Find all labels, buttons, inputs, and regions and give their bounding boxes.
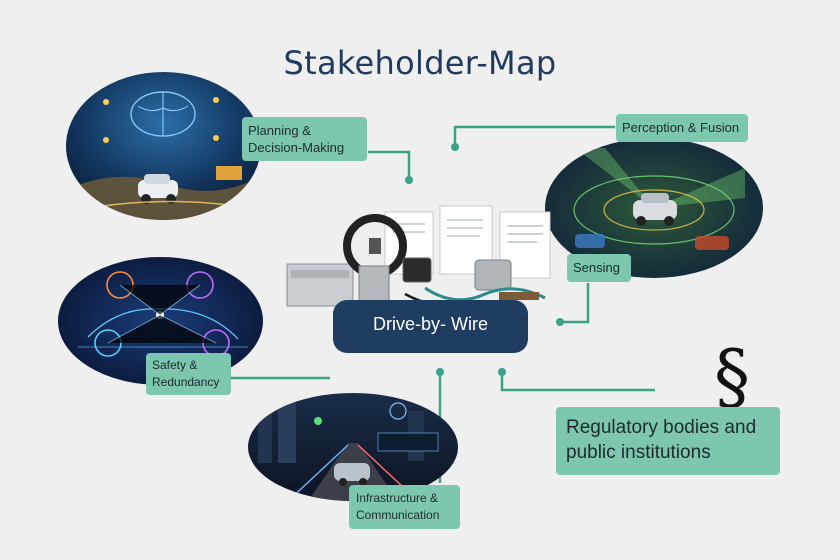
perception-illustration: [545, 138, 763, 278]
planning-illustration: [66, 72, 261, 220]
drive-by-wire-hardware-illustration: [286, 205, 551, 310]
safety-redundancy-label: Safety & Redundancy: [146, 353, 231, 395]
perception-fusion-label: Perception & Fusion: [616, 114, 748, 142]
infrastructure-illustration: [248, 393, 458, 501]
drive-by-wire-node: [333, 300, 528, 353]
infrastructure-communication-label: Infrastructure & Communication: [349, 485, 460, 529]
drive-by-wire-label: Drive-by- Wire: [373, 314, 488, 334]
regulatory-bodies-label: Regulatory bodies and public institution…: [556, 407, 780, 475]
section-sign-icon: §: [714, 334, 750, 418]
diagram-title: Stakeholder-Map: [283, 44, 557, 82]
sensing-label: Sensing: [567, 254, 631, 282]
planning-decision-making-label: Planning & Decision-Making: [242, 117, 367, 161]
